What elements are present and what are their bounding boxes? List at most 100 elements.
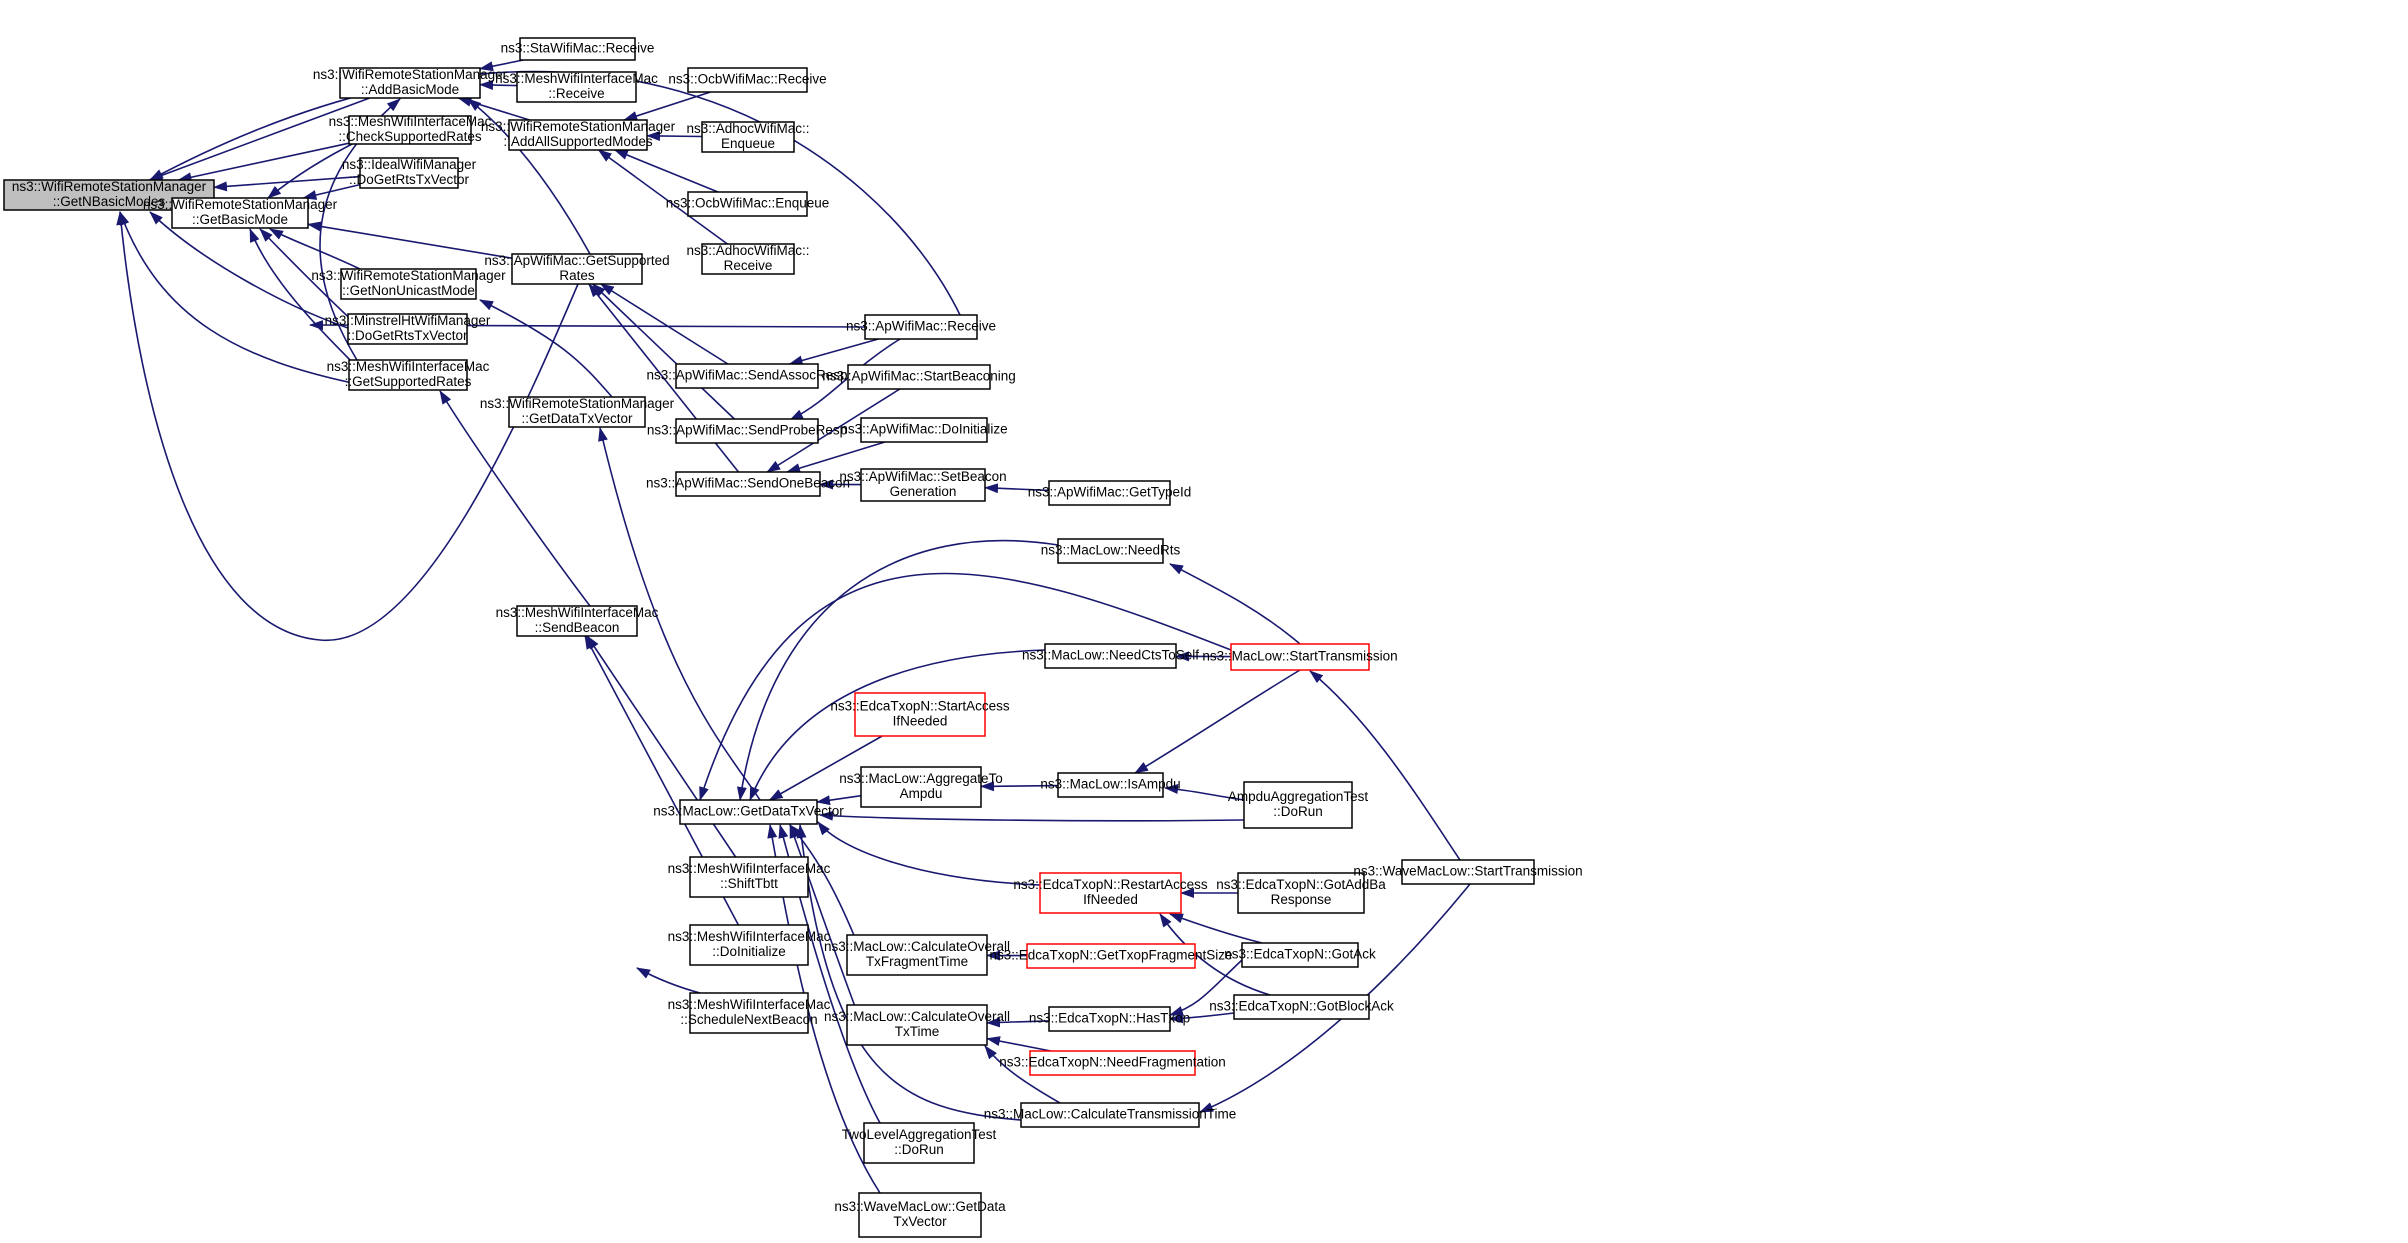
node-ap-send-assoc-resp[interactable]: ns3::ApWifiMac::SendAssocResp	[646, 363, 848, 389]
node-add-basic-mode[interactable]: ns3::WifiRemoteStationManager::AddBasicM…	[313, 67, 508, 99]
node-box[interactable]	[348, 359, 468, 391]
node-box[interactable]	[1237, 872, 1365, 914]
node-box[interactable]	[701, 243, 795, 275]
node-box[interactable]	[1401, 859, 1535, 885]
node-box[interactable]	[864, 314, 978, 340]
node-box[interactable]	[1048, 480, 1171, 506]
node-box[interactable]	[689, 924, 809, 966]
node-box[interactable]	[847, 364, 991, 390]
node-maclow-need-cts-to-self[interactable]: ns3::MacLow::NeedCtsToSelf	[1022, 643, 1199, 669]
node-maclow-get-data-tx-vector[interactable]: ns3::MacLow::GetDataTxVector	[653, 799, 844, 825]
node-box[interactable]	[846, 1004, 988, 1046]
node-box[interactable]	[675, 471, 821, 497]
node-edca-got-ack[interactable]: ns3::EdcaTxopN::GotAck	[1224, 942, 1376, 968]
node-sta-receive[interactable]: ns3::StaWifiMac::Receive	[501, 37, 655, 61]
node-box[interactable]	[511, 253, 643, 285]
node-box[interactable]	[1241, 942, 1359, 968]
node-wavemaclow-start-transmission[interactable]: ns3::WaveMacLow::StartTransmission	[1353, 859, 1583, 885]
node-box[interactable]	[860, 766, 982, 808]
node-mesh-send-beacon[interactable]: ns3::MeshWifiInterfaceMac::SendBeacon	[496, 605, 659, 637]
node-box[interactable]	[846, 934, 988, 976]
node-label: ns3::EdcaTxopN::GotAck	[1224, 947, 1376, 962]
node-ocb-receive[interactable]: ns3::OcbWifiMac::Receive	[668, 67, 827, 93]
node-get-non-unicast-mode[interactable]: ns3::WifiRemoteStationManager::GetNonUni…	[311, 268, 506, 300]
node-maclow-is-ampdu[interactable]: ns3::MacLow::IsAmpdu	[1040, 772, 1181, 798]
node-ideal-do-get-rts[interactable]: ns3::IdealWifiManager::DoGetRtsTxVector	[342, 157, 477, 189]
node-box[interactable]	[689, 856, 809, 898]
node-box[interactable]	[701, 121, 795, 153]
node-label: IfNeeded	[1083, 892, 1138, 907]
node-maclow-calc-overall-tx-fragment-time[interactable]: ns3::MacLow::CalculateOverallTxFragmentT…	[824, 934, 1010, 976]
node-mesh-check-supported-rates[interactable]: ns3::MeshWifiInterfaceMac::CheckSupporte…	[329, 114, 492, 145]
node-mesh-do-initialize[interactable]: ns3::MeshWifiInterfaceMac::DoInitialize	[668, 924, 831, 966]
node-ap-get-type-id[interactable]: ns3::ApWifiMac::GetTypeId	[1028, 480, 1192, 506]
node-maclow-calc-transmission-time[interactable]: ns3::MacLow::CalculateTransmissionTime	[984, 1102, 1237, 1128]
node-box[interactable]	[171, 197, 309, 229]
node-ap-receive[interactable]: ns3::ApWifiMac::Receive	[846, 314, 996, 340]
node-box[interactable]	[347, 313, 468, 345]
node-ap-start-beaconing[interactable]: ns3::ApWifiMac::StartBeaconing	[822, 364, 1016, 390]
node-box[interactable]	[1044, 643, 1177, 669]
node-box[interactable]	[675, 363, 819, 389]
node-box[interactable]	[687, 67, 808, 93]
node-box[interactable]	[1243, 781, 1353, 829]
node-mesh-shift-tbtt[interactable]: ns3::MeshWifiInterfaceMac::ShiftTbtt	[668, 856, 831, 898]
node-ap-get-supported-rates[interactable]: ns3::ApWifiMac::GetSupportedRates	[484, 253, 670, 285]
node-ocb-enqueue[interactable]: ns3::OcbWifiMac::Enqueue	[666, 191, 830, 217]
node-edca-got-block-ack[interactable]: ns3::EdcaTxopN::GotBlockAck	[1209, 994, 1394, 1020]
node-edca-need-fragmentation[interactable]: ns3::EdcaTxopN::NeedFragmentation	[999, 1050, 1226, 1076]
node-box[interactable]	[1026, 943, 1196, 969]
node-box[interactable]	[1029, 1050, 1196, 1076]
node-box[interactable]	[1057, 538, 1164, 564]
node-ampdu-aggregation-test[interactable]: AmpduAggregationTest::DoRun	[1228, 781, 1369, 829]
node-box[interactable]	[519, 37, 636, 61]
node-box[interactable]	[1057, 772, 1164, 798]
node-box[interactable]	[854, 692, 986, 737]
node-box[interactable]	[516, 71, 637, 103]
node-add-all-supported-modes[interactable]: ns3::WifiRemoteStationManager::AddAllSup…	[481, 119, 676, 151]
node-box[interactable]	[687, 191, 808, 217]
node-box[interactable]	[340, 268, 477, 300]
node-box[interactable]	[508, 119, 648, 151]
node-get-basic-mode[interactable]: ns3::WifiRemoteStationManager::GetBasicM…	[143, 197, 338, 229]
node-maclow-start-transmission[interactable]: ns3::MacLow::StartTransmission	[1202, 643, 1398, 671]
node-minstrel-do-get-rts[interactable]: ns3::MinstrelHtWifiManager::DoGetRtsTxVe…	[325, 313, 491, 345]
node-two-level-aggregation-test[interactable]: TwoLevelAggregationTest::DoRun	[842, 1122, 997, 1164]
node-maclow-need-rts[interactable]: ns3::MacLow::NeedRts	[1041, 538, 1181, 564]
node-adhoc-enqueue[interactable]: ns3::AdhocWifiMac::Enqueue	[686, 121, 810, 153]
node-box[interactable]	[516, 605, 638, 637]
node-box[interactable]	[359, 157, 459, 189]
node-mesh-schedule-next-beacon[interactable]: ns3::MeshWifiInterfaceMac::ScheduleNextB…	[668, 992, 831, 1034]
node-box[interactable]	[860, 417, 988, 443]
node-box[interactable]	[339, 67, 481, 99]
node-box[interactable]	[675, 418, 819, 444]
node-edca-get-txop-fragment-size[interactable]: ns3::EdcaTxopN::GetTxopFragmentSize	[989, 943, 1233, 969]
node-box[interactable]	[860, 468, 986, 502]
node-edca-has-txop[interactable]: ns3::EdcaTxopN::HasTxop	[1029, 1006, 1190, 1032]
node-box[interactable]	[348, 115, 472, 145]
node-ap-do-initialize[interactable]: ns3::ApWifiMac::DoInitialize	[840, 417, 1008, 443]
node-box[interactable]	[508, 396, 646, 428]
node-box[interactable]	[679, 799, 818, 825]
node-box[interactable]	[1233, 994, 1370, 1020]
node-box[interactable]	[863, 1122, 975, 1164]
node-box[interactable]	[858, 1192, 982, 1238]
node-ap-send-one-beacon[interactable]: ns3::ApWifiMac::SendOneBeacon	[646, 471, 850, 497]
node-box[interactable]	[1048, 1006, 1171, 1032]
node-box[interactable]	[1020, 1102, 1200, 1128]
node-wavemaclow-get-data-tx-vector[interactable]: ns3::WaveMacLow::GetDataTxVector	[834, 1192, 1006, 1238]
node-box[interactable]	[689, 992, 809, 1034]
node-box[interactable]	[1039, 872, 1182, 914]
node-get-data-tx-vector-mgr[interactable]: ns3::WifiRemoteStationManager::GetDataTx…	[480, 396, 675, 428]
node-mesh-get-supported-rates[interactable]: ns3::MeshWifiInterfaceMac::GetSupportedR…	[327, 359, 490, 391]
node-box[interactable]	[1230, 643, 1370, 671]
node-adhoc-receive[interactable]: ns3::AdhocWifiMac::Receive	[686, 243, 810, 275]
node-ap-send-probe-resp[interactable]: ns3::ApWifiMac::SendProbeResp	[647, 418, 847, 444]
node-mesh-receive[interactable]: ns3::MeshWifiInterfaceMac::Receive	[495, 71, 658, 103]
